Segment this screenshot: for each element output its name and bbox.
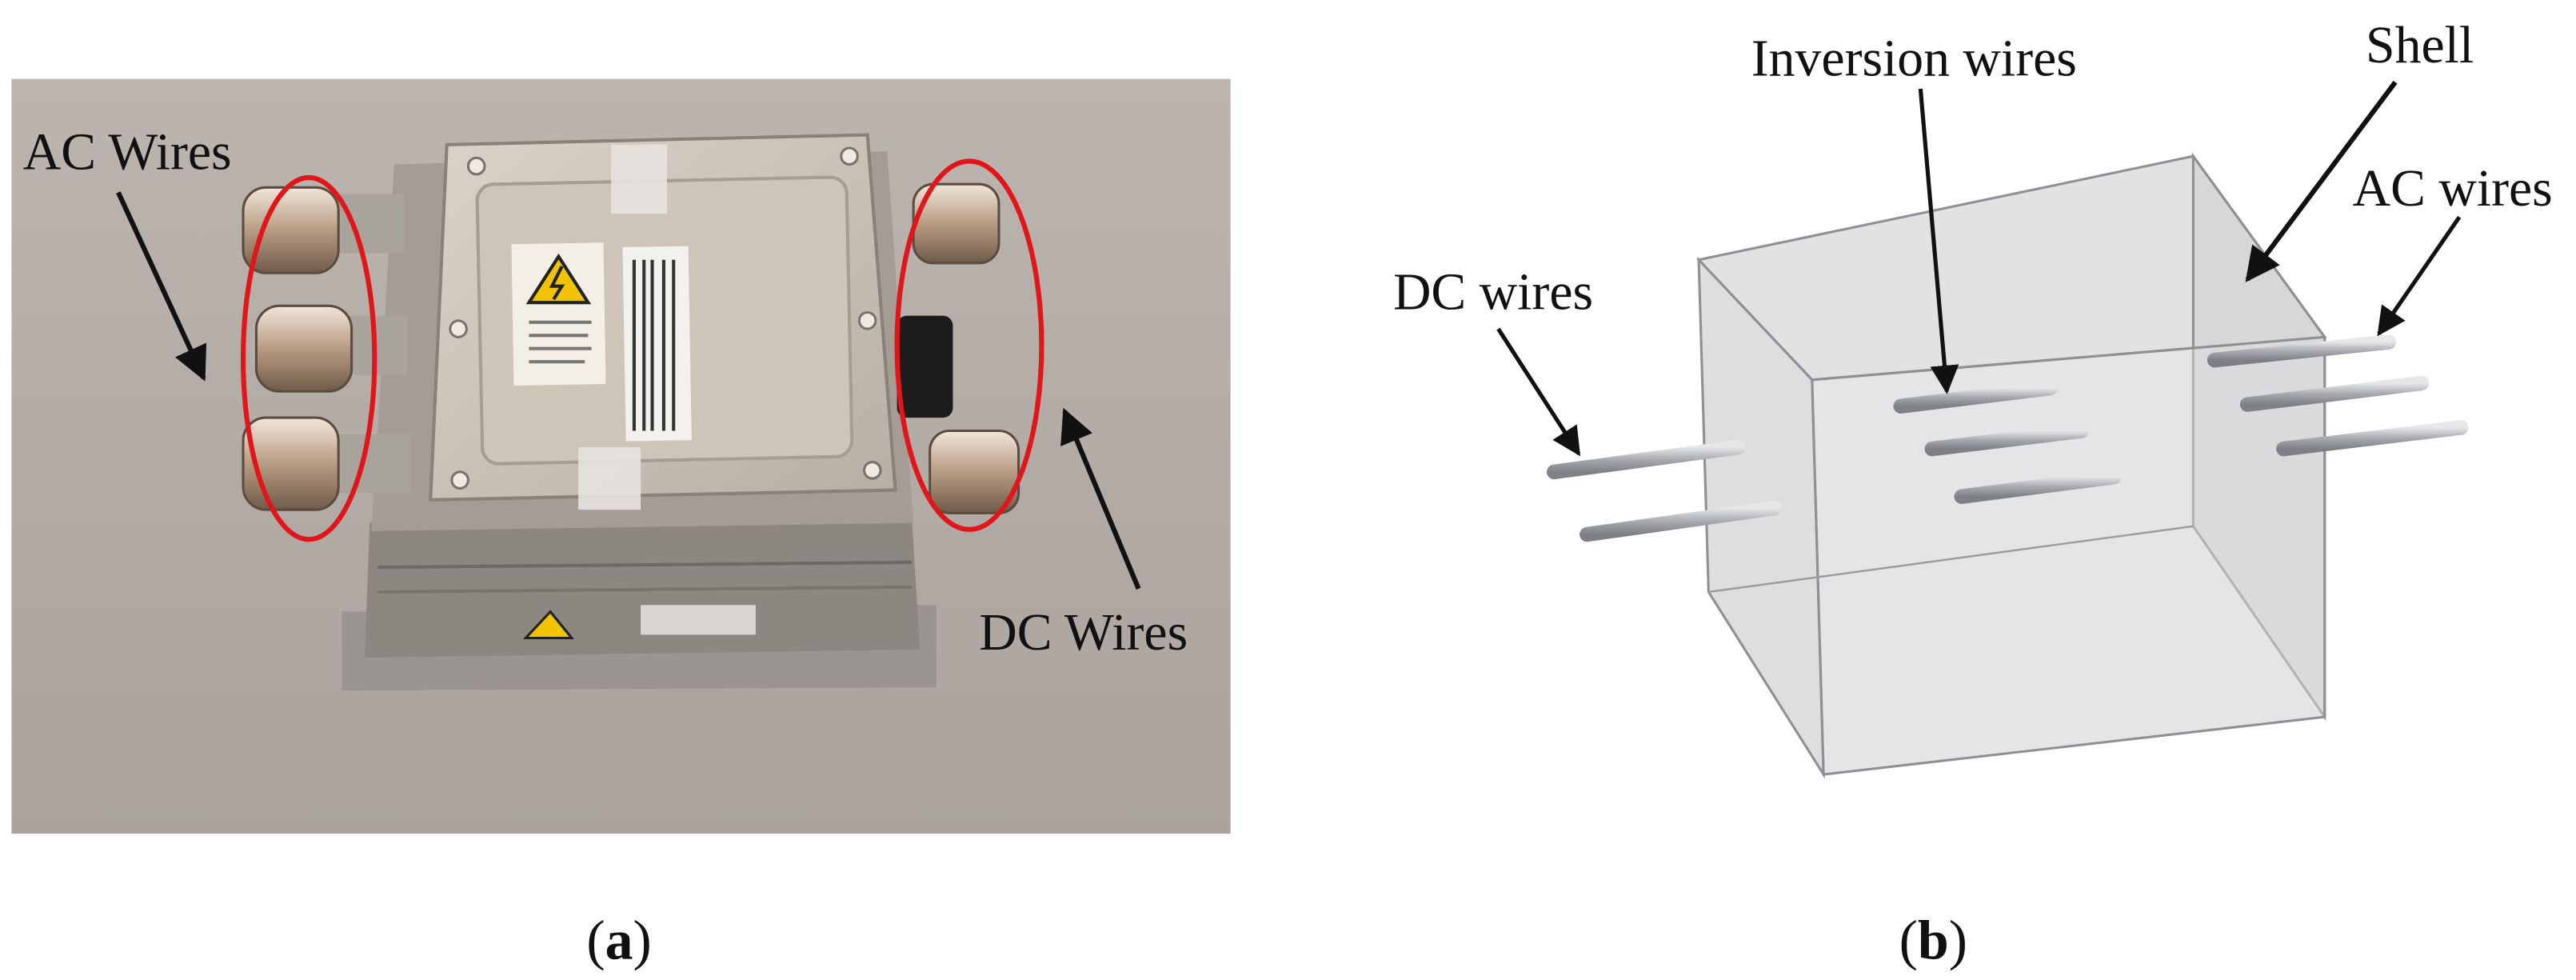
shell-pointer <box>2245 80 2398 282</box>
shell-box <box>1696 152 2327 779</box>
ac-wires-label: AC Wires <box>23 123 232 182</box>
ac-connector-glands <box>242 186 411 511</box>
caption-a: (a) <box>586 910 651 971</box>
inversion-wires-pointer <box>1918 88 1959 394</box>
ac-wires-label-b: AC wires <box>2353 159 2553 218</box>
inversion-wires-label: Inversion wires <box>1751 30 2077 88</box>
ac-wires-arrow <box>116 191 207 382</box>
barcode-lines <box>632 259 676 431</box>
ac-wire-2 <box>2239 375 2430 412</box>
lid-screws <box>449 146 882 490</box>
dc-wires-pointer <box>1496 327 1581 457</box>
caption-a-letter: a <box>605 910 633 971</box>
ac-gland-2 <box>254 304 353 393</box>
tape-strip-bottom <box>578 447 641 510</box>
dc-connector-glands <box>897 182 1020 514</box>
caption-b-close: ) <box>1949 910 1967 971</box>
dc-gland-2 <box>929 429 1020 514</box>
dc-wires-label-b: DC wires <box>1393 262 1593 321</box>
sticker-text-lines <box>529 320 592 364</box>
dc-wires-highlight <box>894 158 1044 532</box>
caption-a-close: ) <box>633 910 652 971</box>
caption-b-letter: b <box>1918 910 1949 971</box>
inversion-wire-2 <box>1924 423 2089 457</box>
inversion-wires <box>1893 380 2123 504</box>
ac-wires-pointer <box>2377 215 2462 337</box>
front-label <box>641 605 756 635</box>
tape-strip-top <box>611 144 668 214</box>
panel-a: AC Wires DC Wires (a) <box>11 78 1231 971</box>
ac-wires-highlight <box>240 174 377 542</box>
dc-wires <box>1547 439 1782 542</box>
caption-b: (b) <box>1899 910 1967 971</box>
ac-gland-cable-3 <box>328 434 411 494</box>
inversion-wire-1 <box>1893 380 2058 414</box>
dc-black-block <box>897 315 953 418</box>
ac-gland-3 <box>242 416 340 511</box>
inversion-wire-3 <box>1954 469 2123 504</box>
caption-b-open: ( <box>1899 910 1918 971</box>
caption-a-open: ( <box>586 910 605 971</box>
shell-label: Shell <box>2366 16 2474 74</box>
dc-wires-arrow <box>1060 407 1141 590</box>
dc-wires-label: DC Wires <box>979 603 1188 662</box>
housing-lower-body <box>365 518 921 658</box>
ac-wires <box>2207 334 2469 457</box>
high-voltage-warning-icon <box>525 253 592 305</box>
dc-wire-1 <box>1547 439 1746 480</box>
panel-b: Inversion wires Shell AC wires DC wires … <box>1393 16 2553 971</box>
inverter-housing <box>341 133 937 691</box>
ac-wire-3 <box>2276 420 2469 457</box>
ac-gland-1 <box>242 186 340 274</box>
ac-wire-1 <box>2207 334 2397 368</box>
dc-wire-2 <box>1580 500 1782 542</box>
